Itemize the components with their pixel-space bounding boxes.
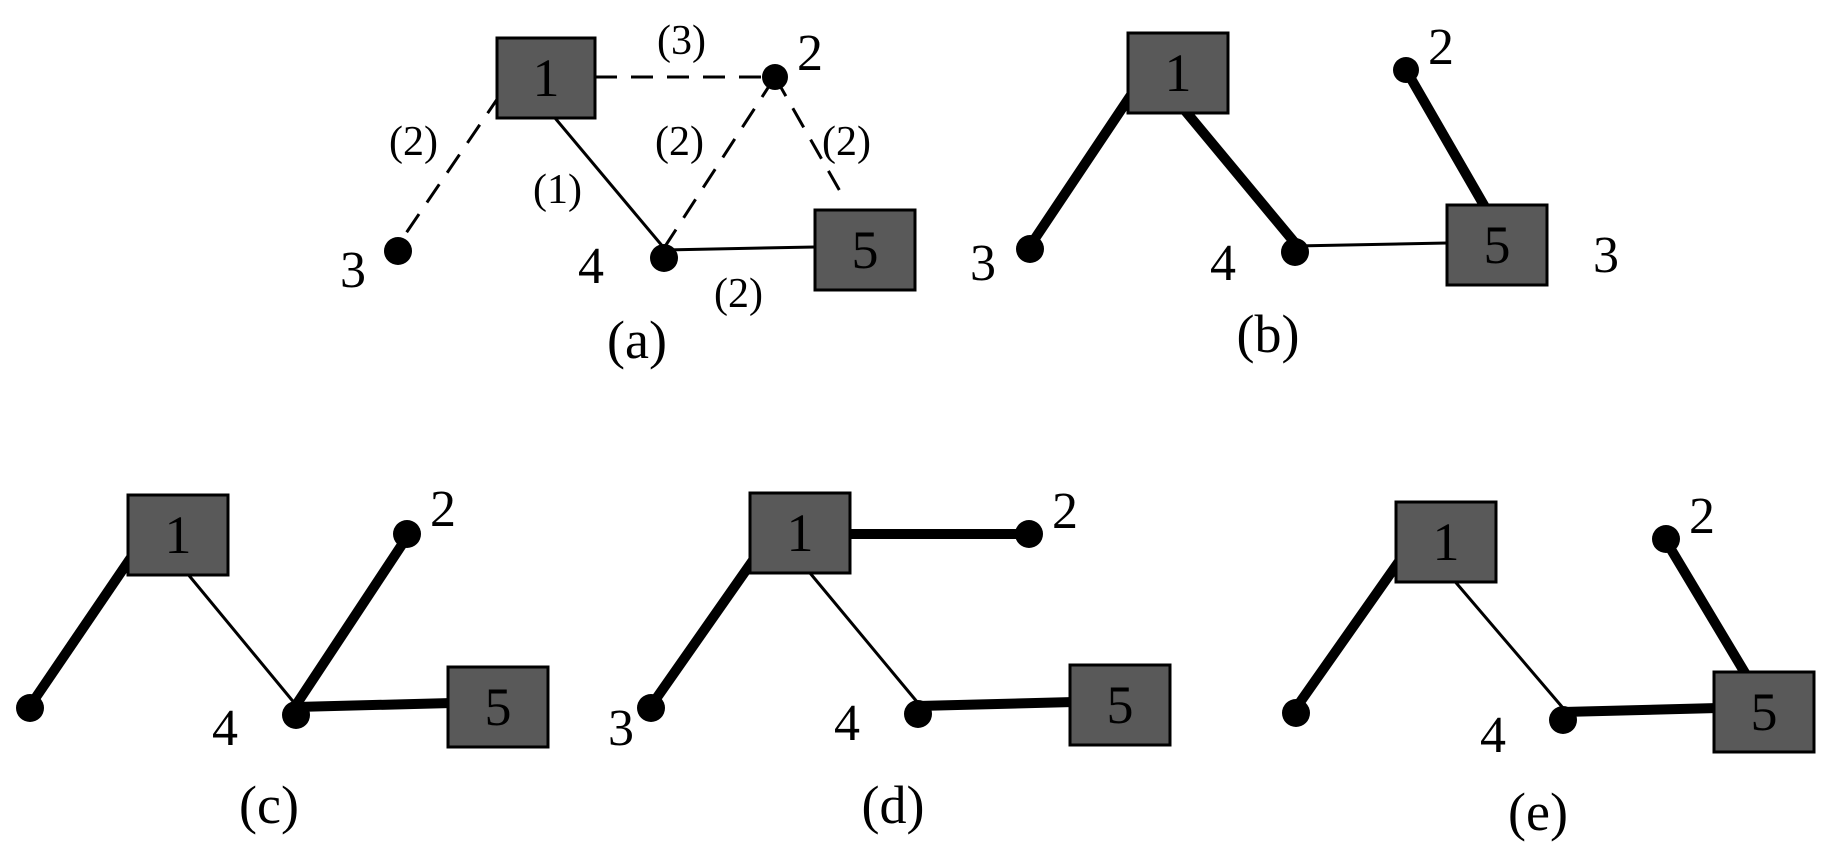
edge-d-1-4 xyxy=(803,566,920,704)
node-e-2-label: 2 xyxy=(1689,488,1715,545)
edge-c-1-4 xyxy=(180,566,298,706)
node-c-4-label: 4 xyxy=(212,700,238,757)
node-a-2 xyxy=(762,64,788,90)
weight-a-1-3: (2) xyxy=(389,119,438,165)
node-e-3 xyxy=(1282,699,1310,727)
node-b-4 xyxy=(1281,238,1309,266)
caption-e: (e) xyxy=(1508,782,1568,842)
caption-c: (c) xyxy=(239,775,299,835)
panel-b: 1 5 2 3 4 3 (b) xyxy=(970,19,1619,364)
box-b-5-label: 5 xyxy=(1484,215,1511,275)
box-e-1 xyxy=(1394,500,1498,584)
box-c-1 xyxy=(126,493,230,577)
box-c-5 xyxy=(446,665,550,749)
weight-a-2-5: (2) xyxy=(822,119,871,165)
edge-c-1-3 xyxy=(25,553,137,709)
box-a-1 xyxy=(495,36,597,120)
node-a-3 xyxy=(384,237,412,265)
node-c-2 xyxy=(393,520,421,548)
node-d-3 xyxy=(637,694,665,722)
node-a-4 xyxy=(650,244,678,272)
edge-a-2-5 xyxy=(773,76,847,201)
edge-b-4-5 xyxy=(1294,241,1448,248)
edge-c-4-5 xyxy=(295,698,453,712)
caption-a: (a) xyxy=(607,310,667,370)
box-a-5-label: 5 xyxy=(852,220,879,280)
node-d-4-label: 4 xyxy=(834,695,860,752)
edge-b-1-3 xyxy=(1025,89,1138,249)
box-d-5-label: 5 xyxy=(1107,675,1134,735)
edge-a-4-5 xyxy=(663,245,816,252)
box-a-5 xyxy=(813,208,917,292)
node-d-2-label: 2 xyxy=(1052,483,1078,540)
node-c-4 xyxy=(282,701,310,729)
box-b-1 xyxy=(1126,31,1230,115)
panel-e: 1 5 2 4 (e) xyxy=(1282,488,1816,842)
panel-d: 1 5 2 3 4 (d) xyxy=(608,483,1172,835)
edge-a-1-4 xyxy=(553,117,666,249)
caption-b: (b) xyxy=(1237,304,1300,364)
node-a-2-label: 2 xyxy=(797,25,823,82)
node-b-3 xyxy=(1016,235,1044,263)
edge-d-1-3 xyxy=(646,553,761,709)
edge-b-1-4 xyxy=(1178,103,1299,247)
box-c-1-label: 1 xyxy=(165,505,192,565)
node-b-2-label: 2 xyxy=(1428,19,1454,76)
node-e-2 xyxy=(1652,525,1680,553)
edge-b-2-5 xyxy=(1401,67,1490,210)
node-e-4 xyxy=(1549,706,1577,734)
node-a-4-label: 4 xyxy=(578,238,604,295)
weight-a-1-2: (3) xyxy=(657,18,706,64)
panel-a: 1 5 2 3 4 (3) (2) (1) (2) (2) (2) (a) xyxy=(340,18,917,370)
edge-e-4-5 xyxy=(1562,703,1719,717)
node-a-3-label: 3 xyxy=(340,242,366,299)
edge-e-1-3 xyxy=(1291,557,1405,711)
weight-a-1-4: (1) xyxy=(533,167,582,213)
edge-d-4-5 xyxy=(917,697,1075,711)
box-e-1-label: 1 xyxy=(1433,512,1460,572)
box-a-1-label: 1 xyxy=(533,48,560,108)
node-d-2 xyxy=(1015,520,1043,548)
box-d-1 xyxy=(748,491,852,575)
box-e-5 xyxy=(1712,670,1816,754)
weight-a-4-2: (2) xyxy=(655,119,704,165)
box-d-5 xyxy=(1068,663,1172,747)
node-d-3-label: 3 xyxy=(608,700,634,757)
node-e-4-label: 4 xyxy=(1480,707,1506,764)
edge-e-1-4 xyxy=(1450,577,1565,709)
panel-c: 1 5 2 4 (c) xyxy=(16,481,550,835)
edge-c-4-2 xyxy=(291,534,412,708)
box-e-5-label: 5 xyxy=(1751,682,1778,742)
node-c-3 xyxy=(16,694,44,722)
extra-b-3-label: 3 xyxy=(1593,227,1619,284)
box-d-1-label: 1 xyxy=(787,503,814,563)
box-b-5 xyxy=(1445,203,1549,287)
caption-d: (d) xyxy=(862,775,925,835)
node-d-4 xyxy=(904,700,932,728)
weight-a-4-5: (2) xyxy=(714,271,763,317)
node-c-2-label: 2 xyxy=(430,481,456,538)
box-c-5-label: 5 xyxy=(485,677,512,737)
box-b-1-label: 1 xyxy=(1165,43,1192,103)
node-b-2 xyxy=(1393,57,1419,83)
node-b-4-label: 4 xyxy=(1210,235,1236,292)
edge-a-1-3 xyxy=(396,94,502,246)
node-b-3-label: 3 xyxy=(970,235,996,292)
